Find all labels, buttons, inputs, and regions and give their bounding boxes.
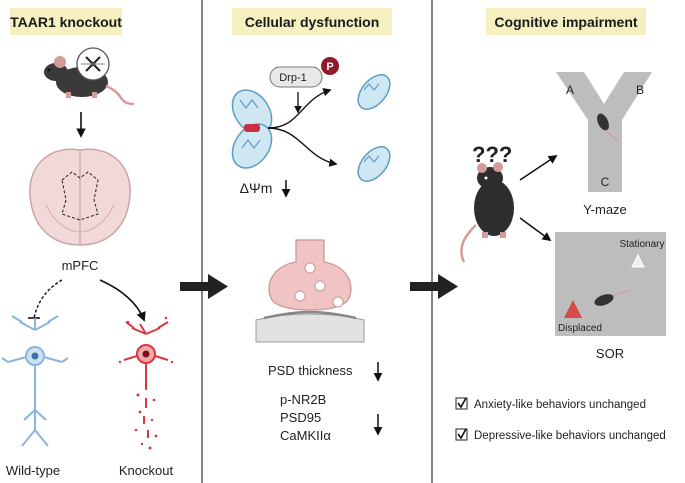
- sor-displaced-label: Displaced: [558, 323, 602, 334]
- label-knockout: Knockout: [119, 463, 174, 478]
- sor-displaced-object: [564, 300, 582, 318]
- synapse-icon: [255, 239, 365, 343]
- mitochondrion-fragment-1: [357, 74, 391, 110]
- label-sor: SOR: [596, 346, 624, 361]
- ymaze-arm-c: C: [601, 175, 610, 189]
- arrow-fission-2: [267, 127, 338, 167]
- sor-stationary-label: Stationary: [619, 239, 664, 250]
- drp1-label: Drp-1: [279, 72, 307, 84]
- label-protein-2: PSD95: [280, 410, 321, 425]
- neuron-wildtype-icon: [1, 315, 69, 447]
- label-psd-thickness: PSD thickness: [268, 363, 353, 378]
- gene-knockout-icon: [76, 47, 110, 81]
- sor-mouse-icon: [594, 289, 631, 306]
- flow-arrow-1: [180, 274, 228, 299]
- ymaze-mouse-icon: [597, 113, 619, 141]
- mitochondrion-fragment-2: [357, 146, 391, 182]
- ymaze-icon: [556, 72, 652, 192]
- check-depressive-text: Depressive-like behaviors unchanged: [474, 430, 666, 442]
- title-bg-cellular: [232, 8, 392, 35]
- title-cognitive: Cognitive impairment: [494, 14, 637, 30]
- arrow-to-wildtype: [33, 279, 63, 319]
- ymaze-arm-a: A: [566, 83, 574, 97]
- check-anxiety-text: Anxiety-like behaviors unchanged: [474, 399, 646, 411]
- checkbox-depressive: [455, 428, 468, 441]
- title-bg-cognitive: [486, 8, 646, 35]
- label-mpfc: mPFC: [62, 258, 99, 273]
- phospho-badge: [321, 57, 339, 75]
- brain-section-icon: [29, 148, 131, 246]
- label-wildtype: Wild-type: [6, 463, 60, 478]
- title-knockout: TAAR1 knockout: [10, 14, 122, 30]
- drp1-box: [269, 66, 323, 88]
- label-ymaze: Y-maze: [583, 202, 627, 217]
- neuron-knockout-fragments: [118, 316, 174, 450]
- label-protein-1: p-NR2B: [280, 392, 326, 407]
- sor-stationary-object: [631, 253, 645, 268]
- label-membrane-potential: ΔΨm: [240, 180, 273, 196]
- arrow-to-sor: [519, 217, 552, 242]
- question-marks: ???: [472, 142, 512, 167]
- flow-arrow-2: [410, 274, 458, 299]
- arrow-fission: [267, 88, 332, 129]
- mitochondria-dividing-icon: [231, 89, 273, 169]
- phospho-label: P: [326, 61, 333, 73]
- sor-arena: [555, 232, 666, 336]
- confused-mouse-icon: [460, 162, 514, 263]
- arrow-to-ymaze: [519, 155, 558, 181]
- label-protein-3: CaMKIIα: [280, 428, 331, 443]
- title-bg-knockout: [10, 8, 122, 35]
- neuron-knockout-icon: [123, 321, 169, 438]
- checkbox-anxiety: [455, 397, 468, 410]
- arrow-to-knockout: [99, 279, 146, 322]
- ymaze-arm-b: B: [636, 83, 644, 97]
- title-cellular: Cellular dysfunction: [245, 14, 380, 30]
